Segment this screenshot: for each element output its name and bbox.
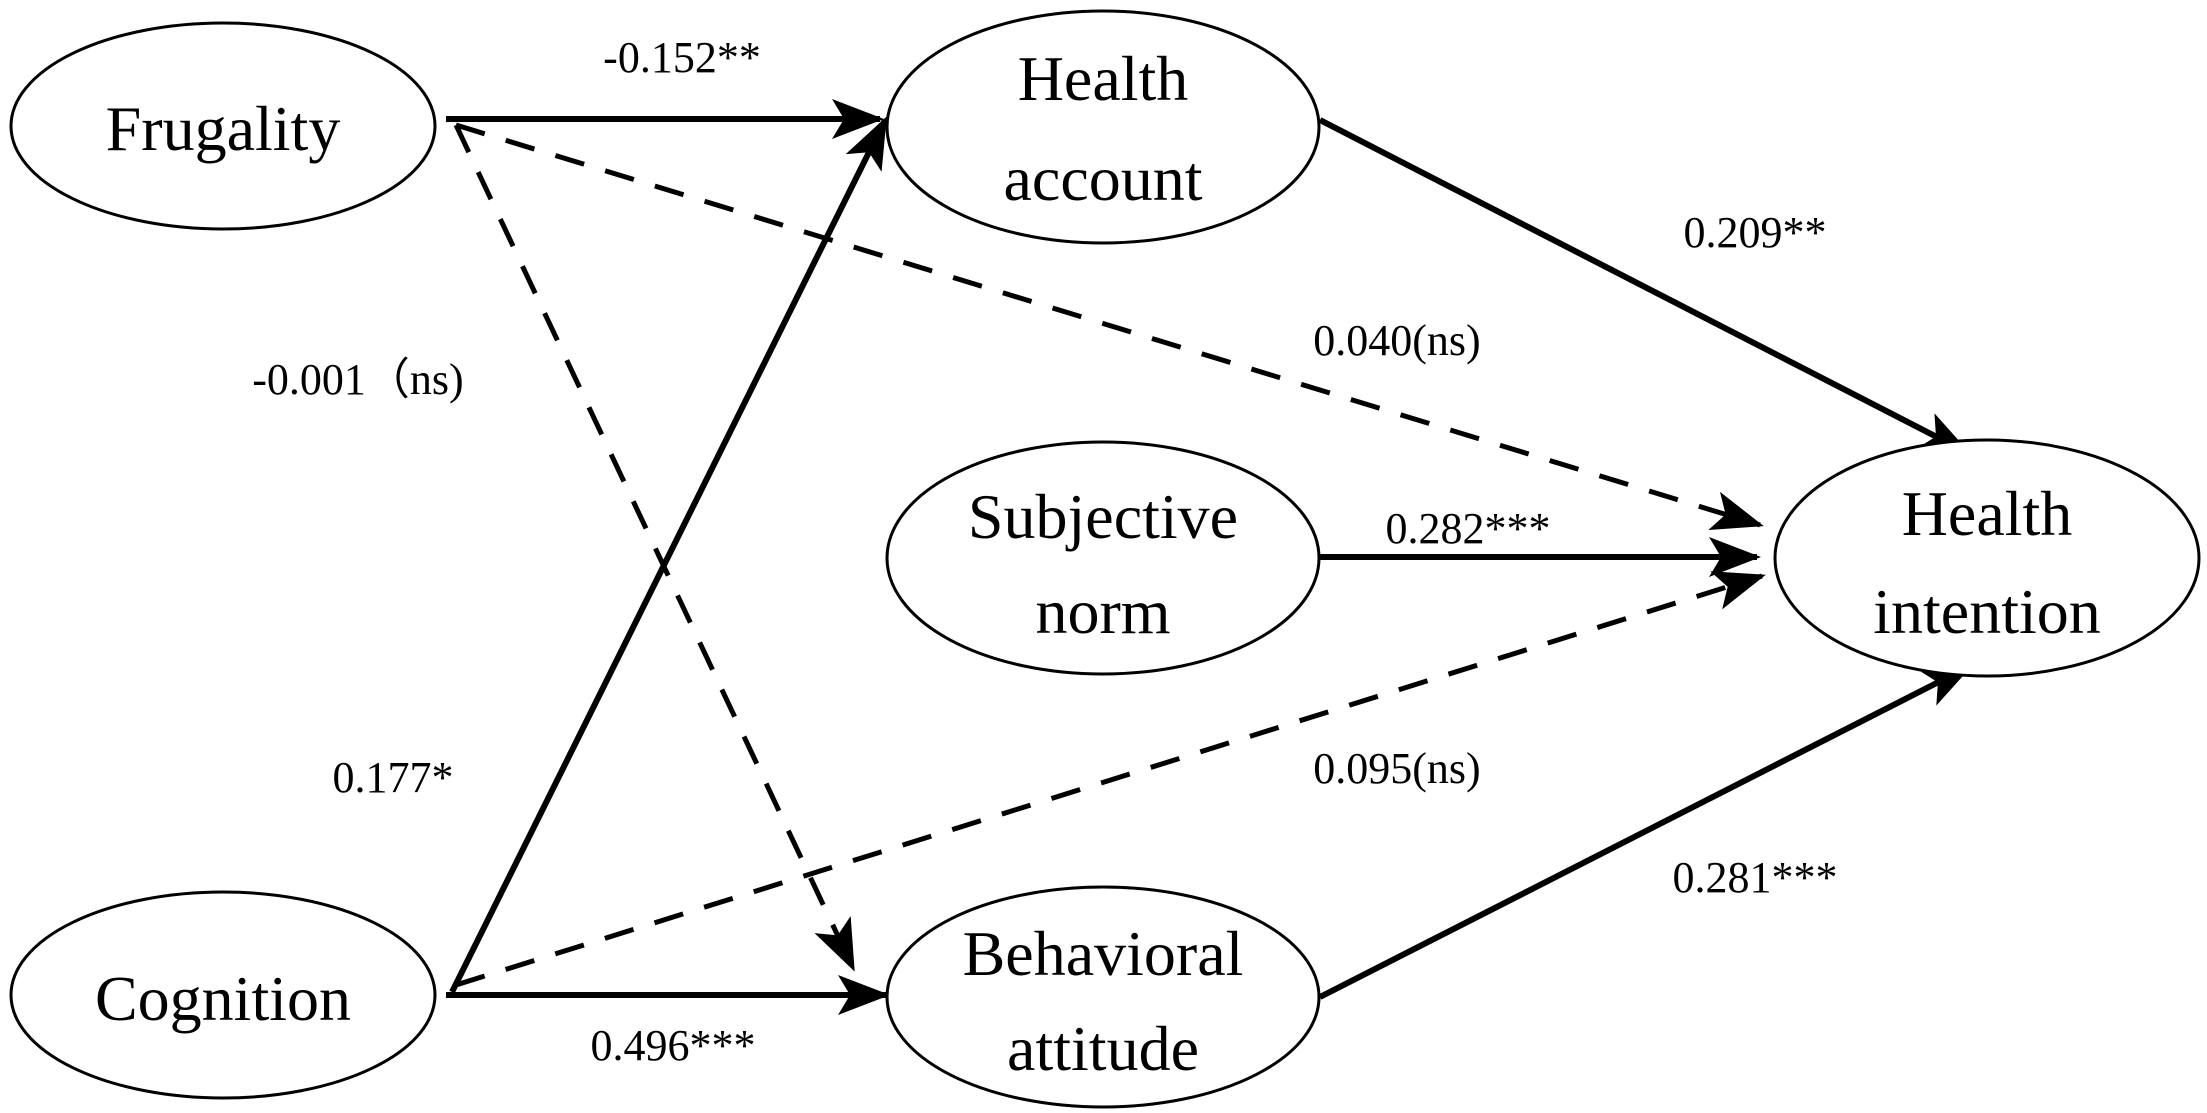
coef-subjective-norm-health-intention: 0.282*** — [1386, 504, 1551, 553]
node-cognition-label: Cognition — [95, 963, 351, 1034]
coef-cognition-health-intention: 0.095(ns) — [1313, 744, 1480, 793]
node-health-intention-label-line1: Health — [1902, 478, 2073, 549]
coef-frugality-health-intention: 0.040(ns) — [1313, 316, 1480, 365]
arrow-cognition-to-health-intention — [455, 571, 1766, 988]
coef-behavioral-attitude-health-intention: 0.281*** — [1673, 853, 1838, 902]
coef-cognition-health-account: 0.177* — [333, 753, 454, 802]
node-frugality-label: Frugality — [106, 93, 341, 164]
node-health-intention: Health intention — [1773, 438, 2201, 678]
arrow-frugality-to-health-intention — [455, 122, 1764, 531]
arrow-cognition-to-health-account — [449, 116, 888, 994]
coef-health-account-health-intention: 0.209** — [1684, 208, 1827, 257]
arrow-behavioral-attitude-to-health-intention — [1318, 663, 1974, 1000]
node-subjective-norm-label-line1: Subjective — [968, 481, 1238, 552]
coef-cognition-behavioral-attitude: 0.496*** — [591, 1021, 756, 1070]
coef-frugality-behavioral-attitude: -0.001（ns) — [252, 355, 463, 404]
coef-frugality-health-account: -0.152** — [603, 33, 761, 82]
node-health-account: Health account — [885, 9, 1321, 245]
node-subjective-norm: Subjective norm — [885, 440, 1321, 676]
node-behavioral-attitude: Behavioral attitude — [885, 885, 1321, 1109]
node-behavioral-attitude-label-line2: attitude — [1007, 1013, 1199, 1084]
node-frugality: Frugality — [9, 21, 437, 231]
node-subjective-norm-label-line2: norm — [1035, 576, 1170, 647]
node-cognition: Cognition — [9, 890, 437, 1100]
node-health-intention-label-line2: intention — [1873, 576, 2101, 647]
node-health-account-label-line2: account — [1004, 143, 1203, 214]
arrow-health-account-to-health-intention — [1318, 117, 1972, 456]
node-behavioral-attitude-label-line1: Behavioral — [963, 918, 1244, 989]
node-health-account-label-line1: Health — [1018, 43, 1189, 114]
arrow-frugality-to-behavioral-attitude — [453, 123, 856, 972]
